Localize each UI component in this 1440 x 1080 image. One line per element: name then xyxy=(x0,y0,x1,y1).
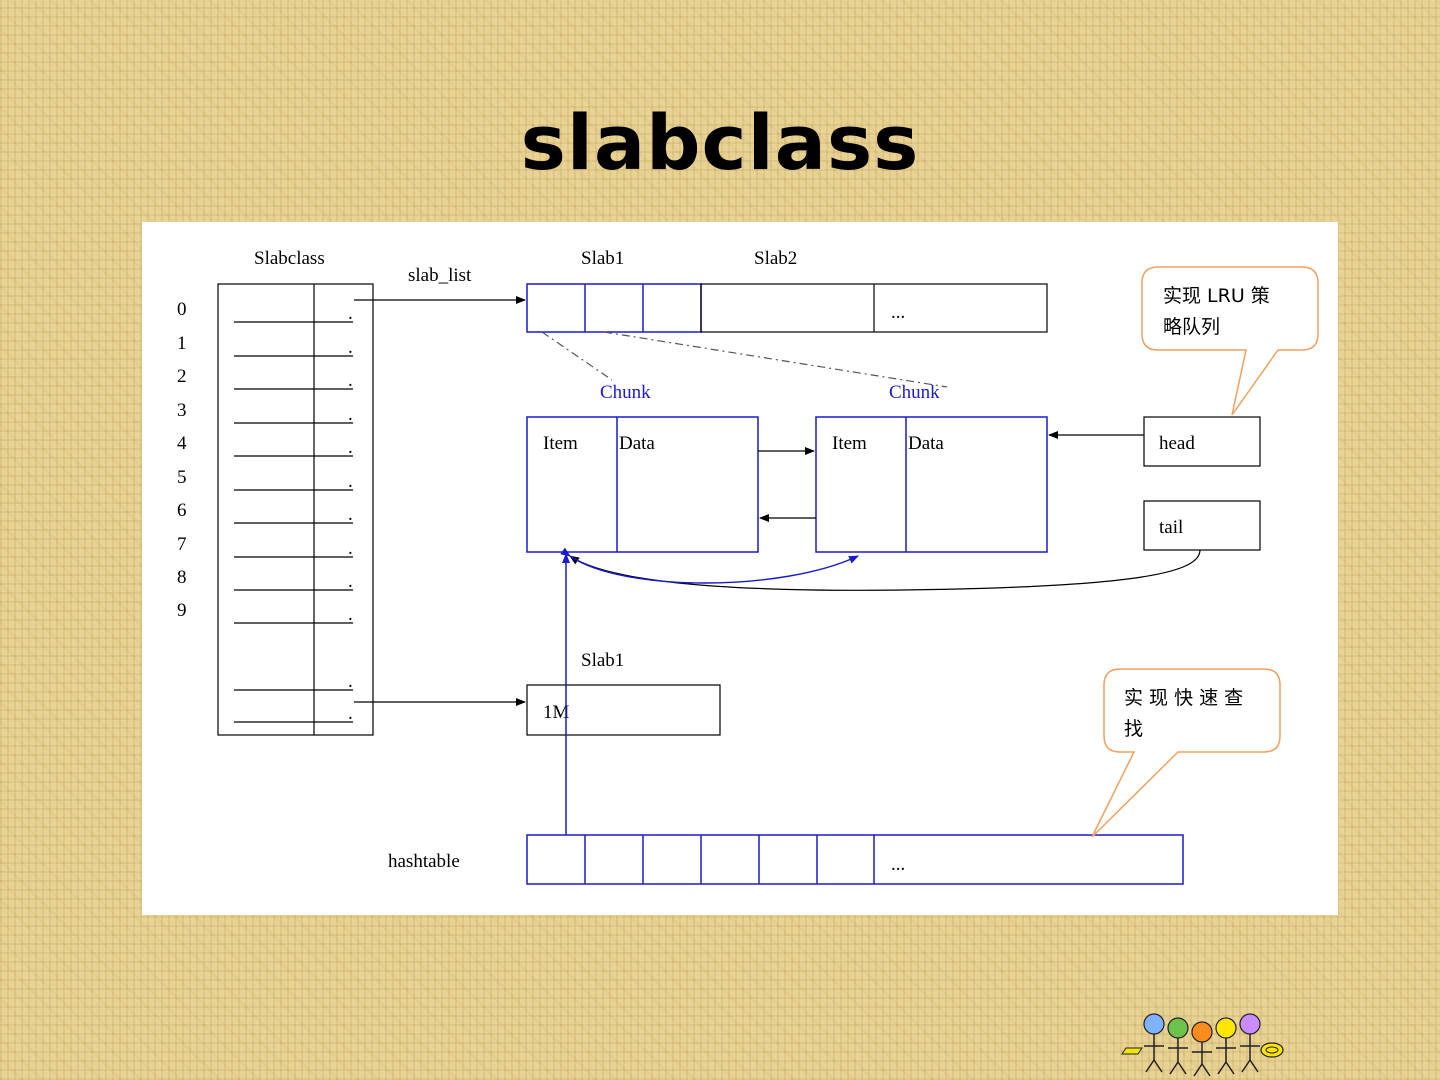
tail-arrow xyxy=(569,549,1201,591)
tail-label: tail xyxy=(1159,517,1183,538)
slabclass-diagram: Slabclass 0. 1. 2. 3. 4. 5. 6. 7. 8. 9... slab_li… xyxy=(177,248,1319,885)
slab-ellipsis: ... xyxy=(891,302,905,323)
lru-callout-line2: 略队列 xyxy=(1163,316,1220,338)
slabclass-array xyxy=(217,283,374,736)
row-pointer-dot: . xyxy=(348,604,353,625)
lru-callout xyxy=(1141,266,1319,416)
row-index: 9 xyxy=(177,600,187,621)
tail-box xyxy=(1143,500,1261,551)
row-pointer-dot: . xyxy=(348,571,353,592)
chunk2-data-label: Data xyxy=(908,433,944,454)
head-box xyxy=(1143,416,1261,467)
one-m-box xyxy=(526,684,721,736)
chunk1-link xyxy=(541,331,613,381)
slab1-label: Slab1 xyxy=(581,248,624,269)
diagram-panel: Slabclass 0. 1. 2. 3. 4. 5. 6. 7. 8. 9... slab_li… xyxy=(142,222,1338,915)
chunk2-label: Chunk xyxy=(889,382,940,403)
fast-lookup-line1: 实 现 快 速 查 xyxy=(1124,687,1243,709)
row-pointer-dot: . xyxy=(348,337,353,358)
chunk-blue-curve xyxy=(560,547,859,584)
chunk1-data-label: Data xyxy=(619,433,655,454)
slab-chunks-blue xyxy=(526,283,702,333)
row-index: 6 xyxy=(177,500,187,521)
row-pointer-dot: . xyxy=(348,303,353,324)
chunk2-link xyxy=(603,331,948,388)
row-pointer-dot: . xyxy=(348,437,353,458)
chunk2-box xyxy=(815,416,1048,553)
row-pointer-dot: . xyxy=(348,504,353,525)
row-index: 5 xyxy=(177,467,187,488)
row-index: 7 xyxy=(177,534,187,555)
hashtable-ellipsis: ... xyxy=(891,854,905,875)
row-pointer-dot: . xyxy=(348,703,353,724)
people-logo xyxy=(1121,1013,1284,1077)
slabclass-rows: 0. 1. 2. 3. 4. 5. 6. 7. 8. 9... xyxy=(177,299,353,724)
row-index: 4 xyxy=(177,433,187,454)
slab-list-black xyxy=(700,283,1048,333)
chunk1-label: Chunk xyxy=(600,382,651,403)
row-pointer-dot: . xyxy=(348,404,353,425)
row-index: 0 xyxy=(177,299,187,320)
lru-callout-line1: 实现 LRU 策 xyxy=(1163,285,1270,307)
chunk1-item-label: Item xyxy=(543,433,578,454)
one-m-label: 1M xyxy=(543,702,570,723)
slab1-lower-label: Slab1 xyxy=(581,650,624,671)
head-label: head xyxy=(1159,433,1195,454)
row-pointer-dot: . xyxy=(348,538,353,559)
row-index: 2 xyxy=(177,366,187,387)
fast-lookup-callout xyxy=(1091,668,1281,838)
row-pointer-dot: . xyxy=(348,471,353,492)
slab-list-label: slab_list xyxy=(408,265,472,286)
row-index: 3 xyxy=(177,400,187,421)
slide-title: slabclass xyxy=(520,98,920,187)
fast-lookup-line2: 找 xyxy=(1124,718,1143,740)
row-pointer-dot: . xyxy=(348,671,353,692)
row-pointer-dot: . xyxy=(348,370,353,391)
hashtable-label: hashtable xyxy=(388,851,460,872)
slab2-label: Slab2 xyxy=(754,248,797,269)
chunk2-item-label: Item xyxy=(832,433,867,454)
hashtable-array xyxy=(526,834,1184,885)
row-index: 8 xyxy=(177,567,187,588)
slabclass-label: Slabclass xyxy=(254,248,325,269)
row-index: 1 xyxy=(177,333,187,354)
